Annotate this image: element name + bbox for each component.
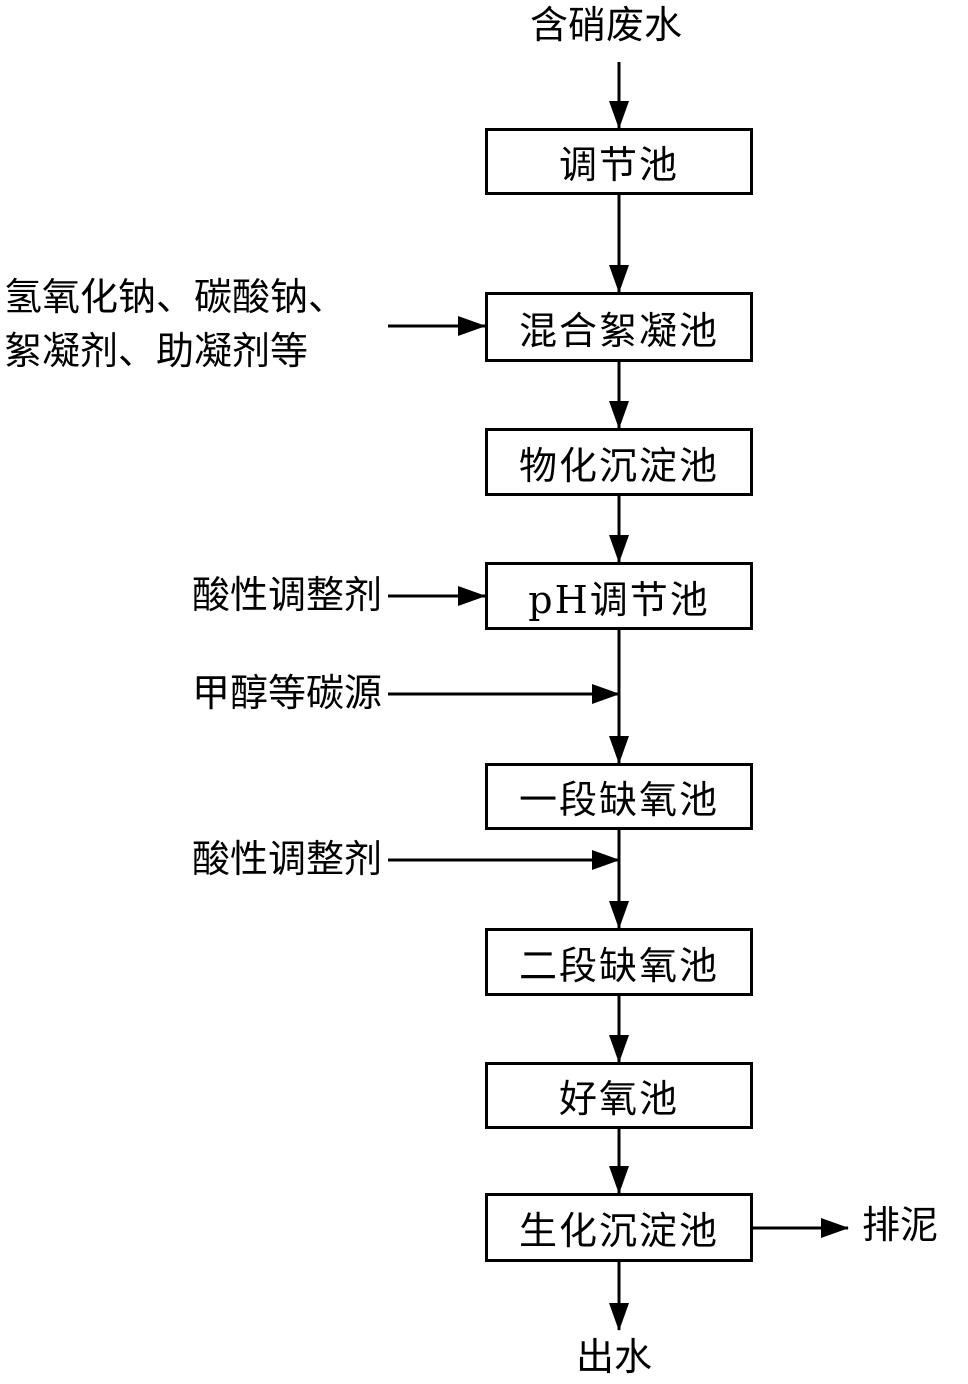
stage-mixing-flocculation-tank: 混合絮凝池 bbox=[485, 292, 753, 362]
stage-ph-adjustment-tank: pH调节池 bbox=[485, 562, 753, 630]
output-label: 出水 bbox=[576, 1335, 653, 1379]
sludge-discharge-label: 排泥 bbox=[862, 1203, 939, 1247]
stage-aerobic-tank: 好氧池 bbox=[485, 1062, 753, 1129]
carbon-source-label: 甲醇等碳源 bbox=[191, 671, 382, 715]
stage-bio-settling-tank: 生化沉淀池 bbox=[485, 1193, 753, 1262]
side-input-arrows bbox=[388, 316, 849, 1238]
flocculant-label-line1: 氢氧化钠、碳酸钠、 bbox=[4, 275, 347, 319]
stage-regulating-tank: 调节池 bbox=[485, 128, 753, 195]
input-label: 含硝废水 bbox=[530, 3, 683, 47]
ph-reagent-label: 酸性调整剂 bbox=[191, 573, 382, 617]
stage-physicochemical-settling-tank: 物化沉淀池 bbox=[485, 428, 753, 496]
anoxic-reagent-label: 酸性调整剂 bbox=[191, 837, 382, 881]
stage-anoxic-tank-2: 二段缺氧池 bbox=[485, 928, 753, 996]
flocculant-label-line2: 絮凝剂、助凝剂等 bbox=[4, 329, 309, 373]
stage-anoxic-tank-1: 一段缺氧池 bbox=[485, 763, 753, 830]
